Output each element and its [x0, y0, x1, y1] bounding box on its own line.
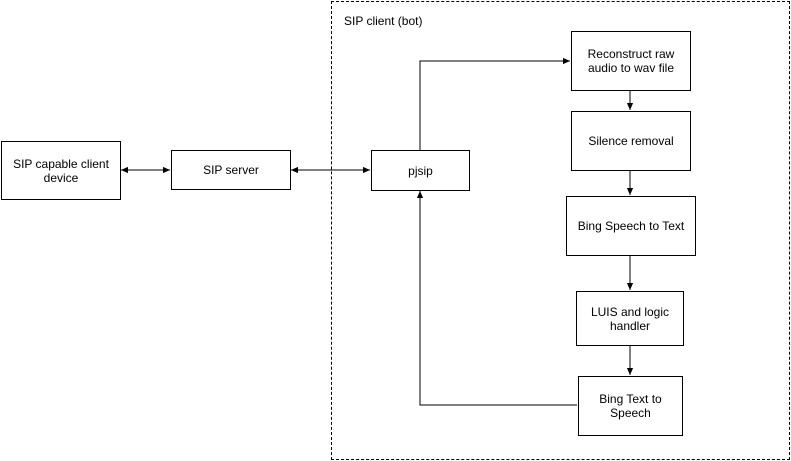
- luis-logic-handler-node: LUIS and logic handler: [576, 291, 684, 346]
- bing-speech-to-text-node: Bing Speech to Text: [566, 196, 696, 256]
- pjsip-node: pjsip: [371, 150, 470, 191]
- sip-server-node: SIP server: [171, 150, 291, 190]
- edge-pjsip-reconstruct: [419, 57, 570, 150]
- silence-removal-node: Silence removal: [571, 111, 691, 171]
- reconstruct-audio-node: Reconstruct raw audio to wav file: [571, 31, 691, 91]
- client-device-node: SIP capable client device: [1, 141, 121, 200]
- edge-bingtts-pjsip: [416, 191, 577, 406]
- sip-client-bot-container: [331, 1, 790, 460]
- sip-client-bot-label: SIP client (bot): [344, 14, 423, 28]
- bing-text-to-speech-node: Bing Text to Speech: [578, 376, 683, 436]
